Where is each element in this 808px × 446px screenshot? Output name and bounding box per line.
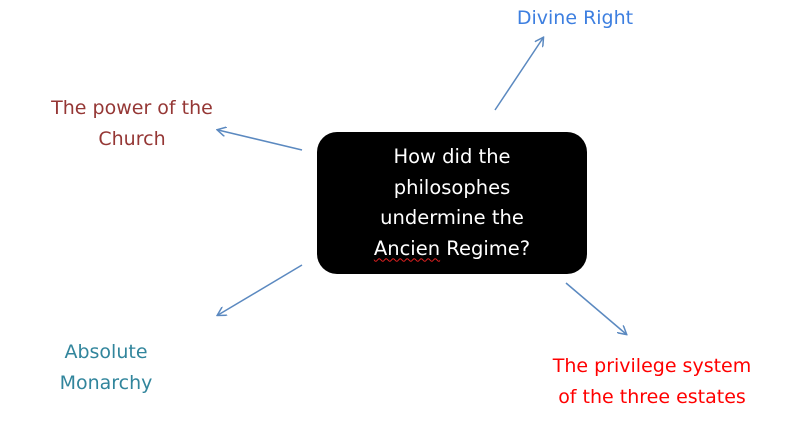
arrow-privilege [565,282,626,334]
topic-text: of the three estates [558,386,746,408]
topic-text: Divine Right [516,7,634,29]
topic-text: The power of the [51,97,213,119]
topic-text: The privilege system [552,355,752,377]
topic-divine-right: Divine Right [500,3,650,34]
misspelled-word: Ancien [373,236,441,260]
question-line: How did the [393,145,511,168]
topic-absolute-monarchy: Absolute Monarchy [26,337,186,399]
topic-text: Absolute [64,341,148,363]
question-text: Regime? [440,236,531,260]
question-line: undermine the [380,206,524,229]
topic-text: Church [98,128,166,150]
arrow-church [218,130,303,151]
arrow-divine-right [494,38,543,111]
central-question-box: How did the philosophes undermine the An… [317,132,587,274]
question-line: Ancien Regime? [317,234,587,265]
question-line: philosophes [393,175,511,199]
topic-text: Monarchy [59,372,153,394]
topic-church: The power of the Church [22,93,242,155]
topic-privilege-system: The privilege system of the three estate… [532,351,772,413]
arrow-absolute [218,264,303,315]
